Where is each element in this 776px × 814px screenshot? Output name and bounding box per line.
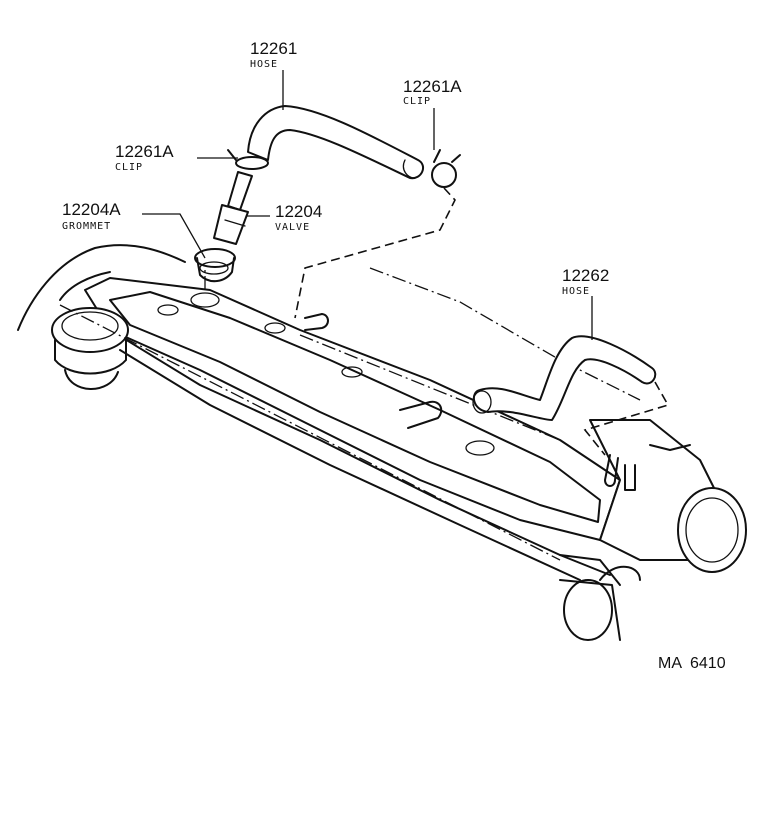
assembly-line-axis — [59, 304, 561, 561]
callout-clip-12261a-left: 12261A CLIP — [115, 142, 174, 173]
water-outlet-housing — [589, 419, 747, 573]
callout-hose-12262: 12262 HOSE — [562, 266, 609, 297]
assembly-line-cover-edge — [369, 267, 641, 401]
reference-code: MA 6410 — [658, 655, 726, 672]
cylinder-head-cover — [17, 244, 747, 641]
callout-hose-12261: 12261 HOSE — [250, 39, 297, 70]
part-name: GROMMET — [62, 221, 111, 232]
part-name: VALVE — [275, 222, 310, 233]
hose-12261 — [247, 105, 425, 180]
lower-engine-parts — [559, 565, 641, 641]
leader-12204a — [142, 213, 206, 259]
part-number: 12261A — [115, 142, 174, 161]
part-number: 12261A — [403, 77, 462, 96]
part-number: 12204A — [62, 200, 121, 219]
part-number: 12261 — [250, 39, 297, 58]
dashed-connection-clip — [294, 187, 456, 319]
part-name: CLIP — [403, 96, 431, 107]
part-number: 12204 — [275, 202, 322, 221]
clip-12261a-right — [431, 149, 461, 188]
part-name: HOSE — [562, 286, 590, 297]
callout-grommet-12204a: 12204A GROMMET — [62, 200, 121, 232]
grommet-12204a — [194, 248, 236, 283]
callout-clip-12261a-right: 12261A CLIP — [403, 77, 462, 107]
part-name: HOSE — [250, 59, 278, 70]
clip-12261a-left — [227, 149, 269, 170]
part-name: CLIP — [115, 162, 143, 173]
callout-valve-12204: 12204 VALVE — [275, 202, 322, 233]
hose-12262 — [472, 335, 657, 421]
valve-12204 — [213, 171, 253, 245]
dashed-connection-hose-12262 — [583, 381, 670, 456]
part-number: 12262 — [562, 266, 609, 285]
oil-filler-cap — [51, 307, 129, 390]
